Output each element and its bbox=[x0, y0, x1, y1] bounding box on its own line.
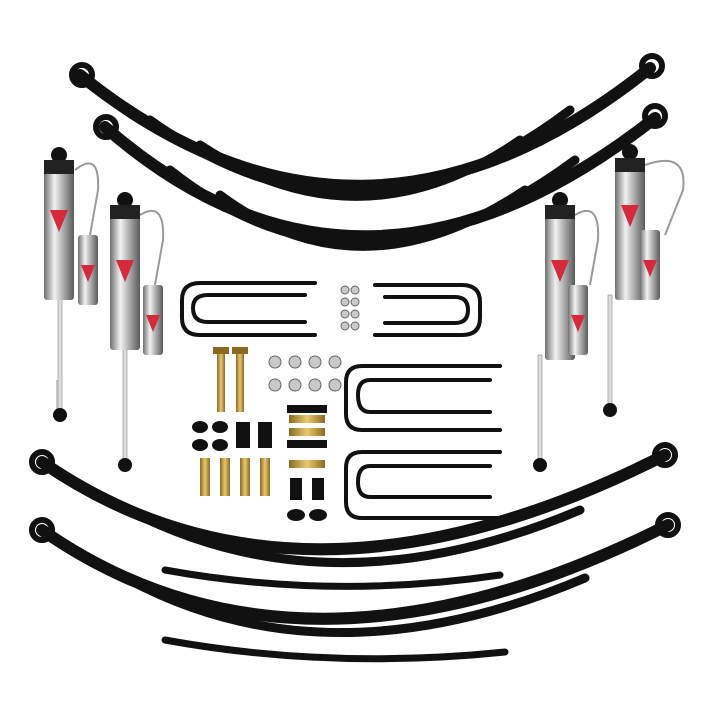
u-bolt-1 bbox=[180, 281, 317, 337]
u-bolt-2 bbox=[373, 283, 482, 337]
shock-absorber-3 bbox=[533, 192, 600, 472]
shock-absorber-2 bbox=[110, 192, 165, 472]
shock-absorber-1 bbox=[44, 147, 100, 422]
u-bolt-3b bbox=[355, 378, 492, 414]
u-bolt-4b bbox=[355, 464, 492, 499]
u-bolt-3 bbox=[344, 364, 502, 432]
u-bolt-1b bbox=[190, 293, 307, 324]
shock-absorber-4 bbox=[603, 144, 685, 417]
leaf-spring-bottom-1 bbox=[29, 442, 678, 590]
leaf-spring-bottom-2 bbox=[29, 512, 681, 663]
hardware-kit bbox=[192, 285, 360, 521]
leaf-spring-top-2 bbox=[93, 103, 668, 251]
u-bolt-4 bbox=[344, 450, 502, 520]
leaf-spring-top-1 bbox=[69, 53, 665, 201]
u-bolt-2b bbox=[383, 295, 471, 325]
